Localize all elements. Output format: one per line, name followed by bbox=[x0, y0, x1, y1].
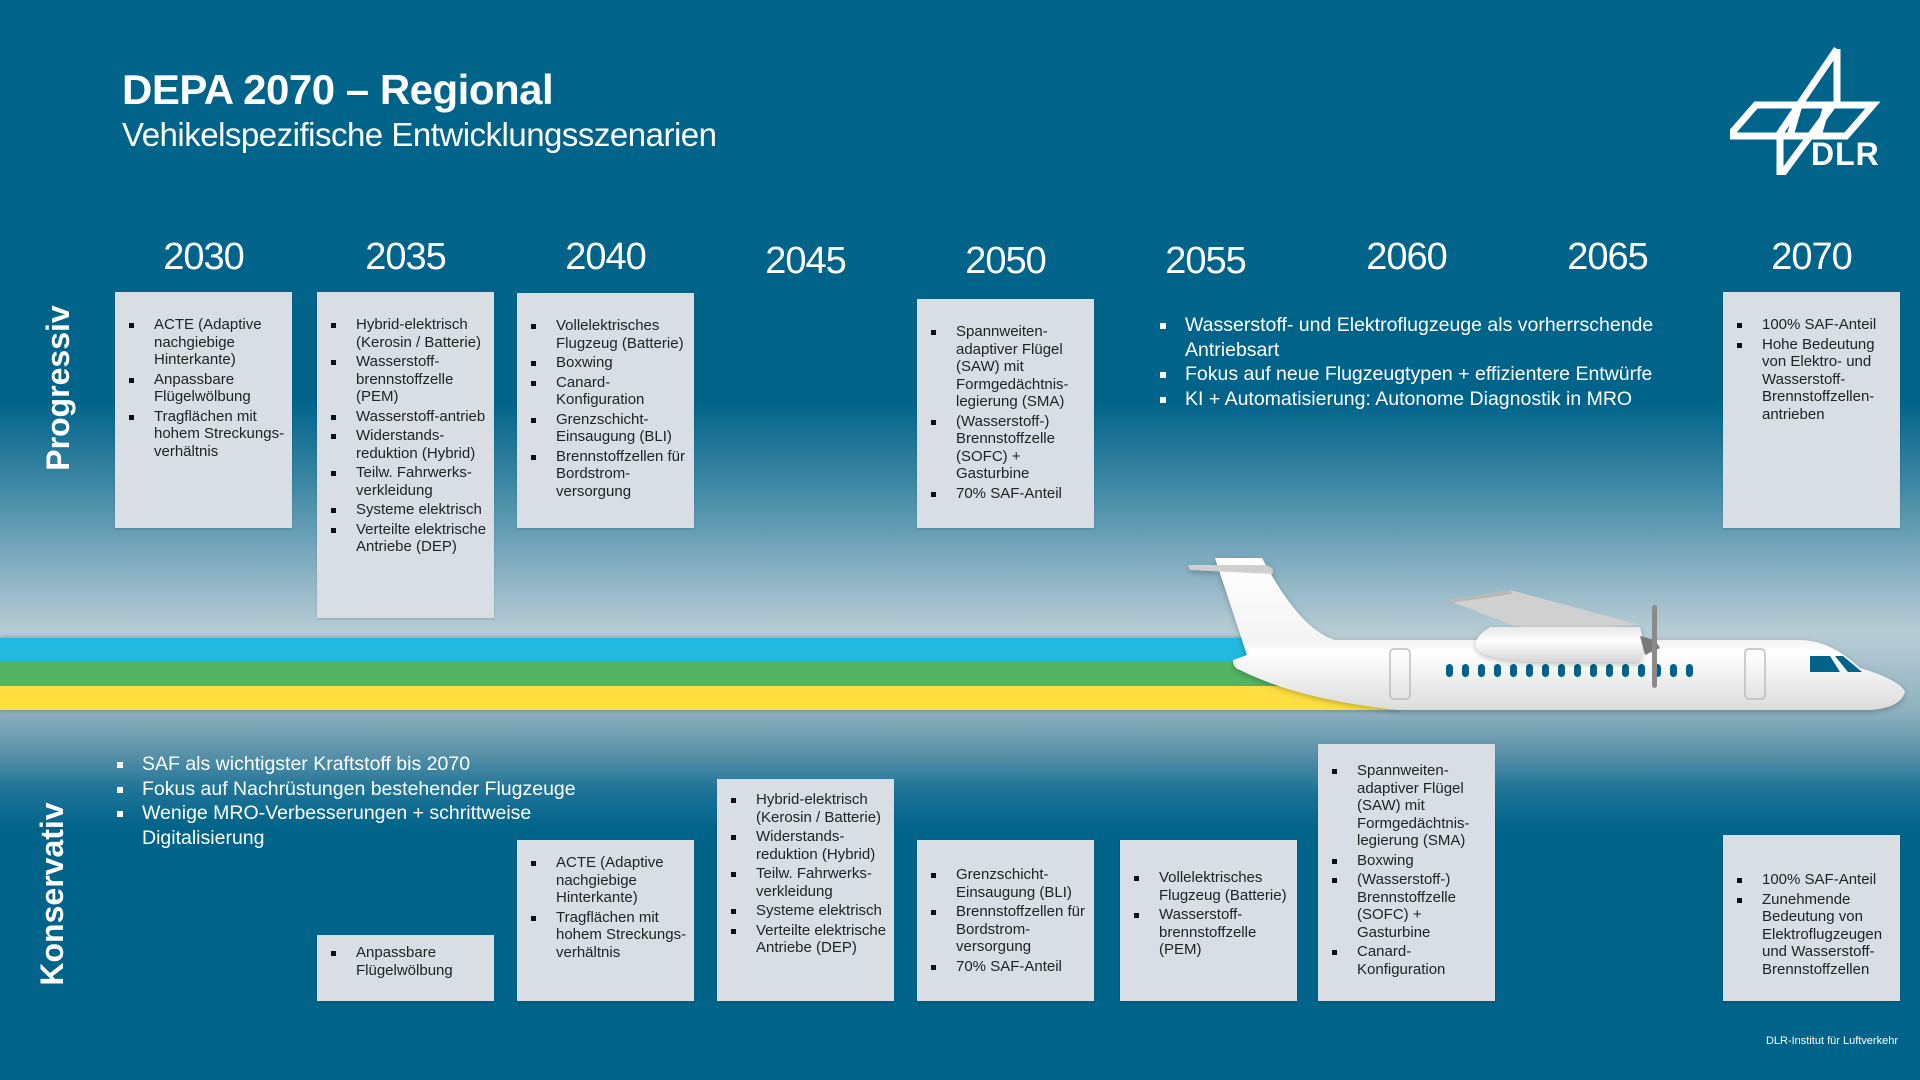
dlr-logo-text: DLR bbox=[1811, 136, 1880, 172]
progressive-label: Progressiv bbox=[40, 305, 76, 471]
conservative-summary: SAF als wichtigster Kraftstoff bis 2070 … bbox=[115, 752, 595, 850]
list-item: 100% SAF-Anteil bbox=[1735, 871, 1894, 889]
list-item: 100% SAF-Anteil bbox=[1735, 316, 1894, 334]
conservative-box-2045: Hybrid-elektrisch (Kerosin / Batterie) W… bbox=[717, 779, 894, 1001]
progressive-box-2040: Vollelektrisches Flugzeug (Batterie) Box… bbox=[517, 293, 694, 528]
progressive-box-2070: 100% SAF-Anteil Hohe Bedeutung von Elekt… bbox=[1723, 292, 1900, 528]
year-label-2060: 2060 bbox=[1366, 236, 1448, 278]
list-item: Anpassbare Flügelwölbung bbox=[127, 371, 286, 406]
list-item: Grenzschicht-Einsaugung (BLI) bbox=[529, 411, 688, 446]
list-item: ACTE (Adaptive nachgiebige Hinterkante) bbox=[127, 316, 286, 369]
conservative-box-2070: 100% SAF-Anteil Zunehmende Bedeutung von… bbox=[1723, 835, 1900, 1001]
year-label-2030: 2030 bbox=[163, 236, 245, 278]
conservative-box-2040: ACTE (Adaptive nachgiebige Hinterkante) … bbox=[517, 840, 694, 1001]
list-item: (Wasserstoff-) Brennstoffzelle (SOFC) + … bbox=[1330, 871, 1489, 941]
list-item: Anpassbare Flügelwölbung bbox=[329, 944, 488, 979]
list-item: (Wasserstoff-) Brennstoffzelle (SOFC) + … bbox=[929, 413, 1088, 483]
list-item: Wasserstoff-brennstoffzelle (PEM) bbox=[1132, 906, 1291, 959]
list-item: Boxwing bbox=[1330, 852, 1489, 870]
page-title: DEPA 2070 – Regional bbox=[122, 66, 554, 113]
list-item: Systeme elektrisch bbox=[329, 501, 488, 519]
list-item: KI + Automatisierung: Autonome Diagnosti… bbox=[1158, 387, 1718, 412]
list-item: SAF als wichtigster Kraftstoff bis 2070 bbox=[115, 752, 595, 777]
list-item: Tragflächen mit hohem Streckungs-verhält… bbox=[529, 909, 688, 962]
list-item: Grenzschicht-Einsaugung (BLI) bbox=[929, 866, 1088, 901]
progressive-summary: Wasserstoff- und Elektroflugzeuge als vo… bbox=[1158, 313, 1718, 411]
list-item: Systeme elektrisch bbox=[729, 902, 888, 920]
list-item: Hohe Bedeutung von Elektro- und Wasserst… bbox=[1735, 336, 1894, 424]
list-item: Fokus auf Nachrüstungen bestehender Flug… bbox=[115, 777, 595, 802]
list-item: Tragflächen mit hohem Streckungs-verhält… bbox=[127, 408, 286, 461]
list-item: Wasserstoff-antrieb bbox=[329, 408, 488, 426]
year-label-2040: 2040 bbox=[565, 236, 647, 278]
list-item: Verteilte elektrische Antriebe (DEP) bbox=[729, 922, 888, 957]
stripe-yellow bbox=[0, 686, 1400, 710]
conservative-label: Konservativ bbox=[34, 802, 70, 986]
list-item: Vollelektrisches Flugzeug (Batterie) bbox=[529, 317, 688, 352]
year-label-2035: 2035 bbox=[365, 236, 447, 278]
list-item: Wenige MRO-Verbesserungen + schrittweise… bbox=[115, 801, 595, 850]
turboprop-airplane-icon bbox=[1188, 558, 1905, 710]
list-item: Hybrid-elektrisch (Kerosin / Batterie) bbox=[329, 316, 488, 351]
list-item: Zunehmende Bedeutung von Elektroflugzeug… bbox=[1735, 891, 1894, 979]
list-item: Wasserstoff-brennstoffzelle (PEM) bbox=[329, 353, 488, 406]
list-item: Teilw. Fahrwerks-verkleidung bbox=[729, 865, 888, 900]
conservative-box-2035: Anpassbare Flügelwölbung bbox=[317, 935, 494, 1001]
page-subtitle: Vehikelspezifische Entwicklungsszenarien bbox=[122, 116, 717, 153]
dlr-logo-icon bbox=[1730, 47, 1880, 175]
list-item: 70% SAF-Anteil bbox=[929, 958, 1088, 976]
list-item: Spannweiten-adaptiver Flügel (SAW) mit F… bbox=[1330, 762, 1489, 850]
conservative-box-2060: Spannweiten-adaptiver Flügel (SAW) mit F… bbox=[1318, 744, 1495, 1001]
list-item: Boxwing bbox=[529, 354, 688, 372]
year-label-2070: 2070 bbox=[1771, 236, 1853, 278]
list-item: Spannweiten-adaptiver Flügel (SAW) mit F… bbox=[929, 323, 1088, 411]
year-label-2065: 2065 bbox=[1567, 236, 1649, 278]
list-item: Canard-Konfiguration bbox=[1330, 943, 1489, 978]
conservative-box-2050: Grenzschicht-Einsaugung (BLI) Brennstoff… bbox=[917, 840, 1094, 1001]
conservative-box-2055: Vollelektrisches Flugzeug (Batterie) Was… bbox=[1120, 840, 1297, 1001]
list-item: Teilw. Fahrwerks-verkleidung bbox=[329, 464, 488, 499]
list-item: 70% SAF-Anteil bbox=[929, 485, 1088, 503]
stripe-green bbox=[0, 662, 1300, 686]
list-item: Wasserstoff- und Elektroflugzeuge als vo… bbox=[1158, 313, 1718, 362]
year-label-2045: 2045 bbox=[765, 240, 847, 282]
list-item: Verteilte elektrische Antriebe (DEP) bbox=[329, 521, 488, 556]
year-label-2050: 2050 bbox=[965, 240, 1047, 282]
year-label-2055: 2055 bbox=[1165, 240, 1247, 282]
list-item: Vollelektrisches Flugzeug (Batterie) bbox=[1132, 869, 1291, 904]
list-item: Widerstands-reduktion (Hybrid) bbox=[729, 828, 888, 863]
progressive-box-2035: Hybrid-elektrisch (Kerosin / Batterie) W… bbox=[317, 292, 494, 618]
list-item: Hybrid-elektrisch (Kerosin / Batterie) bbox=[729, 791, 888, 826]
list-item: Brennstoffzellen für Bordstrom-versorgun… bbox=[529, 448, 688, 501]
progressive-box-2050: Spannweiten-adaptiver Flügel (SAW) mit F… bbox=[917, 299, 1094, 528]
list-item: Widerstands-reduktion (Hybrid) bbox=[329, 427, 488, 462]
list-item: ACTE (Adaptive nachgiebige Hinterkante) bbox=[529, 854, 688, 907]
footer-credit: DLR-Institut für Luftverkehr bbox=[1765, 1035, 1898, 1047]
list-item: Brennstoffzellen für Bordstrom-versorgun… bbox=[929, 903, 1088, 956]
list-item: Canard-Konfiguration bbox=[529, 374, 688, 409]
list-item: Fokus auf neue Flugzeugtypen + effizient… bbox=[1158, 362, 1718, 387]
progressive-box-2030: ACTE (Adaptive nachgiebige Hinterkante) … bbox=[115, 292, 292, 528]
stripe-blue bbox=[0, 638, 1300, 662]
